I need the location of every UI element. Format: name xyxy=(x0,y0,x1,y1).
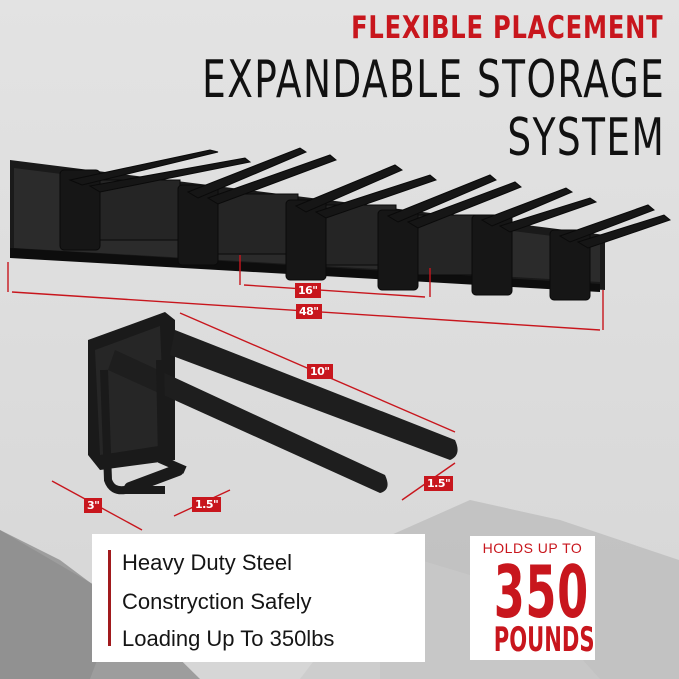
page-title-line2: SYSTEM xyxy=(507,108,665,168)
feature-line-3: Loading Up To 350lbs xyxy=(122,626,335,651)
feature-line-2: Constryction Safely xyxy=(122,589,312,614)
tagline: FLEXIBLE PLACEMENT xyxy=(350,10,663,46)
capacity-badge: HOLDS UP TO 350 POUNDS xyxy=(470,536,595,660)
dimension-label-48in: 48" xyxy=(296,304,322,319)
dimension-label-3in: 3" xyxy=(84,498,103,513)
accent-bar xyxy=(108,550,111,646)
dimension-label-hook-tip: 1.5" xyxy=(424,476,454,491)
dimension-label-10in: 10" xyxy=(307,364,333,379)
capacity-top-text: HOLDS UP TO xyxy=(482,540,583,556)
capacity-unit: POUNDS xyxy=(493,620,595,660)
page-title-line1: EXPANDABLE STORAGE xyxy=(201,50,665,110)
feature-box: Heavy Duty Steel Constryction Safely Loa… xyxy=(92,534,425,662)
dimension-label-16in: 16" xyxy=(295,283,321,298)
dimension-label-lower-depth: 1.5" xyxy=(192,497,222,512)
feature-line-1: Heavy Duty Steel xyxy=(122,550,292,575)
